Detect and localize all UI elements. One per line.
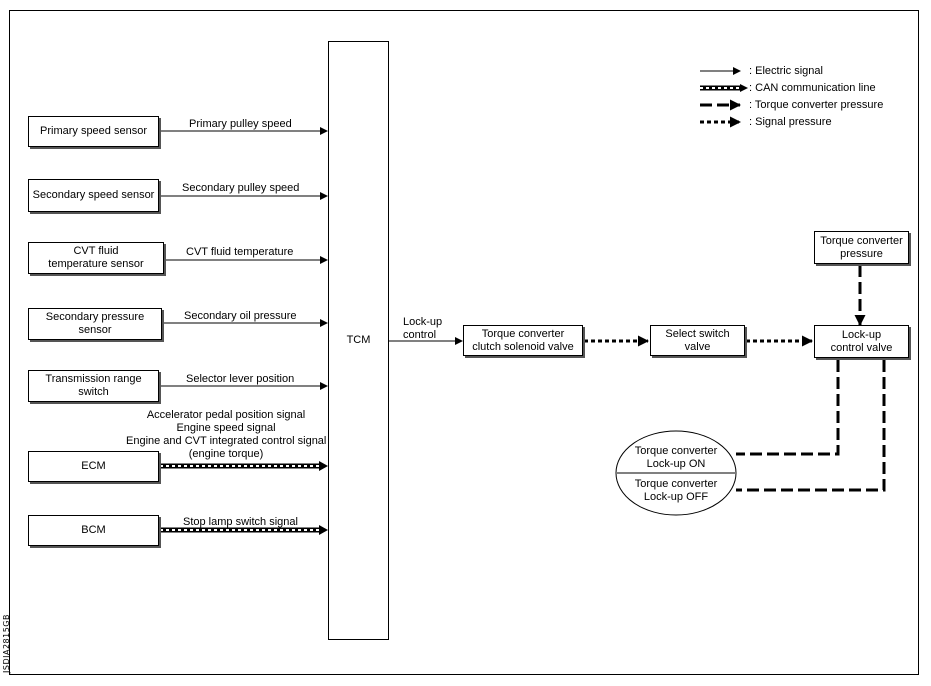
lockup-control-label-1: Lock-up <box>403 316 443 328</box>
lockup-control-valve-box: Lock-up control valve <box>814 325 909 358</box>
signal-primary-pulley-speed: Primary pulley speed <box>189 118 292 130</box>
cvt-fluid-temp-sensor-box: CVT fluid temperature sensor <box>28 242 164 274</box>
secondary-pressure-sensor-box: Secondary pressure sensor <box>28 308 162 340</box>
legend-can-label: : CAN communication line <box>749 82 876 94</box>
primary-speed-sensor-box: Primary speed sensor <box>28 116 159 147</box>
legend-tc-pressure-label: : Torque converter pressure <box>749 99 884 111</box>
lockup-off-line <box>736 360 886 492</box>
lockup-control-label: Lock-up control <box>403 316 442 342</box>
tcm-box: TCM <box>328 41 389 640</box>
secondary-pressure-sensor-label: Secondary pressure sensor <box>45 311 145 336</box>
signal-secondary-pulley-speed: Secondary pulley speed <box>182 182 300 194</box>
tc-pressure-box: Torque converter pressure <box>814 231 909 264</box>
signal-accelerator-pedal: Accelerator pedal position signal <box>146 409 306 421</box>
select-switch-valve-box: Select switch valve <box>650 325 745 356</box>
diagram-frame <box>9 10 919 675</box>
lockup-on-line <box>736 360 840 456</box>
signal-engine-speed: Engine speed signal <box>176 422 276 434</box>
tcm-label: TCM <box>346 334 371 346</box>
ecm-signal-block: Accelerator pedal position signal Engine… <box>126 409 326 461</box>
transmission-range-switch-box: Transmission range switch <box>28 370 159 402</box>
lockup-off-text: Torque converter Lock-up OFF <box>616 478 736 504</box>
legend-can-text: CAN communication line <box>755 82 876 94</box>
signal-integrated-control: Engine and CVT integrated control signal <box>126 435 327 447</box>
lockup-control-valve-label-1: Lock-up <box>841 328 882 341</box>
transmission-range-switch-label: Transmission range switch <box>45 373 142 398</box>
legend-signal-pressure-text: Signal pressure <box>755 116 832 128</box>
bcm-label: BCM <box>81 524 106 536</box>
lockup-on-label-2: Lock-up ON <box>646 458 706 470</box>
lockup-off-label-1: Torque converter <box>634 478 718 490</box>
legend-electric-label: : Electric signal <box>749 65 823 77</box>
tc-pressure-label-1: Torque converter <box>820 234 903 247</box>
figure-code: JSDIA2815GB <box>2 614 11 673</box>
can-line-bcm <box>160 525 328 535</box>
bcm-box: BCM <box>28 515 159 546</box>
lockup-oval <box>615 430 737 516</box>
tc-clutch-solenoid-label-2: clutch solenoid valve <box>472 340 574 353</box>
lockup-on-text: Torque converter Lock-up ON <box>616 445 736 471</box>
tc-clutch-solenoid-label-1: Torque converter <box>481 327 565 340</box>
cvt-fluid-temp-sensor-label-1: CVT fluid <box>73 245 119 257</box>
signal-cvt-fluid-temperature: CVT fluid temperature <box>186 246 294 258</box>
tc-pressure-label-2: pressure <box>840 247 883 260</box>
lockup-control-label-2: control <box>403 329 437 341</box>
lockup-on-label-1: Torque converter <box>634 445 718 457</box>
primary-speed-sensor-label: Primary speed sensor <box>40 125 147 137</box>
can-line-ecm <box>160 461 328 471</box>
lockup-off-label-2: Lock-up OFF <box>643 491 709 503</box>
lockup-control-valve-label-2: control valve <box>830 341 893 354</box>
select-switch-valve-label-2: valve <box>684 340 711 353</box>
legend-signal-pressure-label: : Signal pressure <box>749 116 832 128</box>
legend-electric-text: Electric signal <box>755 65 823 77</box>
tc-clutch-solenoid-box: Torque converter clutch solenoid valve <box>463 325 583 356</box>
cvt-fluid-temp-sensor-label-2: temperature sensor <box>48 258 144 270</box>
legend-tc-pressure-text: Torque converter pressure <box>754 99 884 111</box>
select-switch-valve-label-1: Select switch <box>665 327 730 340</box>
signal-selector-lever-position: Selector lever position <box>186 373 295 385</box>
ecm-label: ECM <box>81 460 106 472</box>
signal-stop-lamp-switch: Stop lamp switch signal <box>183 516 298 528</box>
ecm-box: ECM <box>28 451 159 482</box>
signal-engine-torque: (engine torque) <box>188 448 264 460</box>
secondary-speed-sensor-label: Secondary speed sensor <box>32 189 155 201</box>
secondary-speed-sensor-box: Secondary speed sensor <box>28 179 159 212</box>
legend-can-line <box>700 84 748 92</box>
signal-secondary-oil-pressure: Secondary oil pressure <box>184 310 297 322</box>
